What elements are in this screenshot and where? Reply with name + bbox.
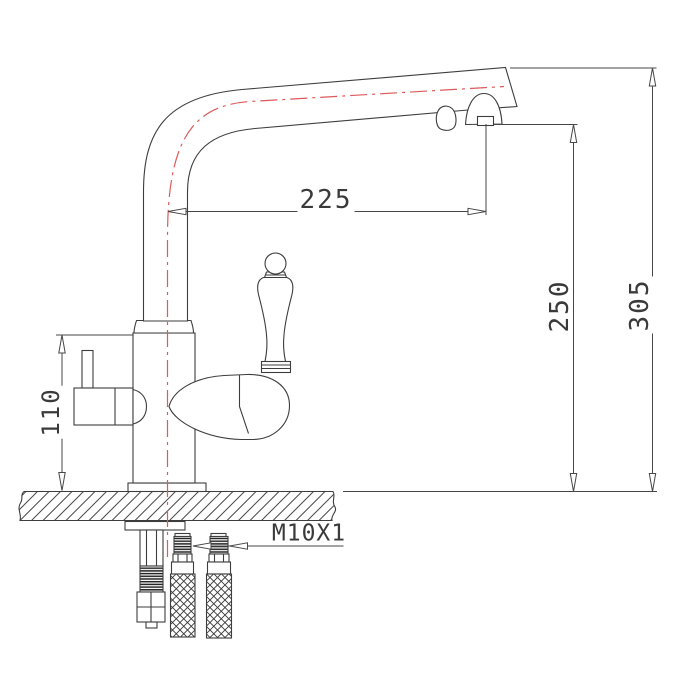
cartridge-housing bbox=[168, 373, 291, 441]
mounting-stud bbox=[136, 529, 166, 629]
filter-valve-block bbox=[73, 387, 134, 426]
under-counter-washer bbox=[124, 520, 186, 531]
thread-leader bbox=[192, 542, 344, 550]
dim-label-body-height: 110 bbox=[37, 385, 65, 439]
handle-vase bbox=[257, 276, 294, 363]
countertop-slab bbox=[18, 490, 337, 522]
dim-label-spout-reach: 225 bbox=[297, 185, 355, 215]
handle-ball bbox=[264, 252, 287, 275]
spout-collar bbox=[133, 319, 195, 334]
faucet-body bbox=[73, 66, 518, 493]
filter-valve-cap bbox=[132, 388, 148, 425]
dim-label-overall-height: 305 bbox=[625, 276, 655, 334]
stud-thread bbox=[139, 565, 164, 593]
hose-nipple-thread bbox=[173, 535, 192, 555]
filter-valve bbox=[73, 349, 148, 426]
dimensions bbox=[56, 67, 657, 550]
countertop-section bbox=[18, 490, 337, 522]
hose-braid bbox=[205, 573, 233, 639]
flex-hose-left bbox=[169, 532, 196, 638]
pipe-centerline bbox=[166, 85, 505, 557]
cartridge-face-line bbox=[238, 374, 250, 434]
flex-hose-right bbox=[205, 532, 233, 639]
lever-handle bbox=[257, 252, 294, 374]
dim-label-mounting-thread: M10X1 bbox=[269, 520, 349, 547]
hose-braid bbox=[169, 573, 196, 638]
diverter-knob bbox=[435, 105, 457, 131]
dim-label-outlet-height: 250 bbox=[545, 277, 575, 335]
spout bbox=[142, 66, 518, 322]
handle-base-collar bbox=[260, 360, 292, 374]
filter-valve-stem bbox=[81, 349, 94, 389]
dimension-250 bbox=[494, 124, 578, 492]
hose-nipple-thread bbox=[209, 535, 229, 555]
mounting-hardware bbox=[124, 520, 233, 639]
